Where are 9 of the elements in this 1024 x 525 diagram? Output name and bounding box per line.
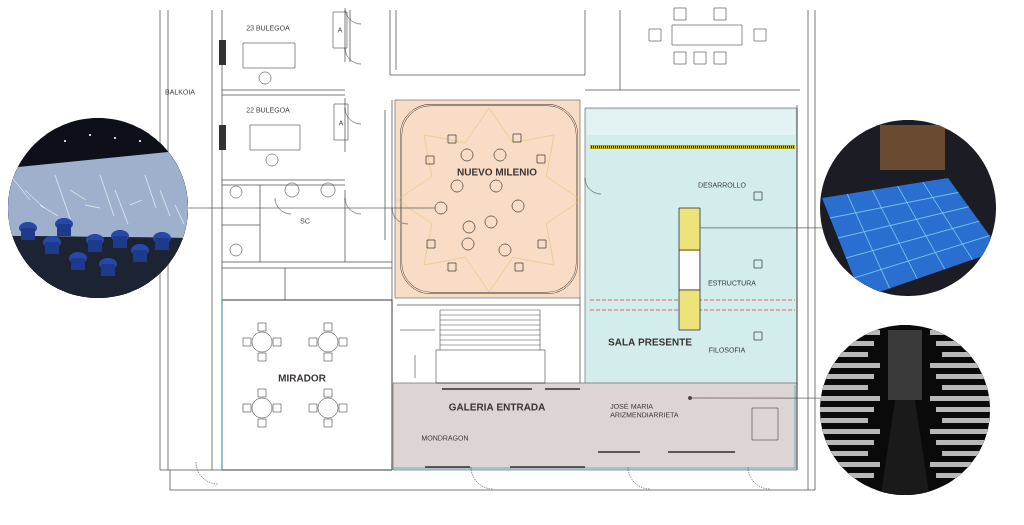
display-table bbox=[678, 207, 701, 331]
room: MIRADOR bbox=[221, 299, 393, 471]
leader-line bbox=[700, 227, 823, 229]
room: NUEVO MILENIO bbox=[394, 99, 581, 299]
leader-line bbox=[187, 207, 435, 209]
leader-line bbox=[691, 397, 821, 399]
photo bbox=[820, 325, 990, 495]
photo bbox=[8, 118, 188, 298]
photo bbox=[820, 120, 996, 296]
